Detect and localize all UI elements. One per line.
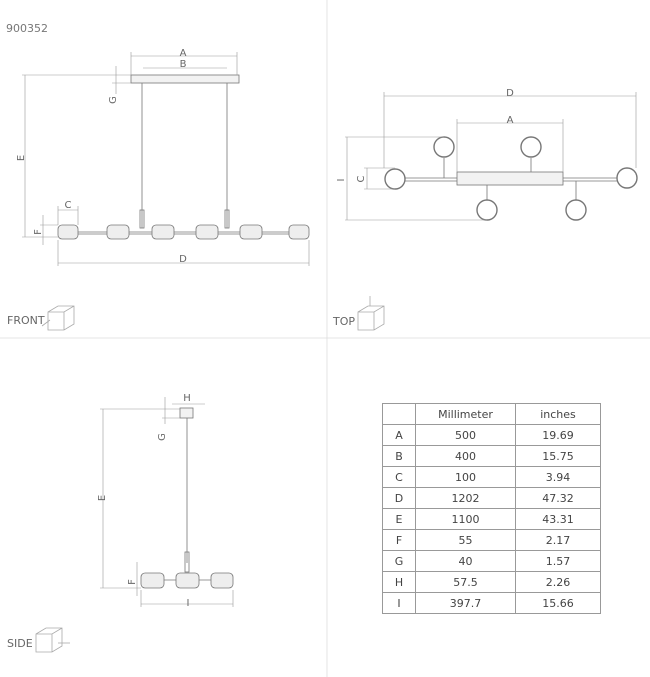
row-label: D: [382, 487, 416, 509]
dim-label-d-top: D: [506, 88, 514, 99]
inches-cell: 15.66: [515, 592, 601, 614]
header-cell: inches: [515, 403, 601, 425]
row-label: C: [382, 466, 416, 488]
dim-label-i-side: I: [187, 598, 190, 609]
cube-icon: [41, 305, 75, 331]
header-cell: Millimeter: [415, 403, 516, 425]
dim-label-a-top: A: [507, 115, 514, 126]
product-code: 900352: [6, 22, 48, 35]
cube-icon: [35, 627, 70, 653]
dim-label-d: D: [179, 254, 187, 265]
view-label-front: FRONT: [7, 314, 45, 327]
mm-cell: 1202: [415, 487, 516, 509]
dim-label-a: A: [180, 48, 187, 59]
cube-icon: [357, 296, 385, 331]
view-label-side: SIDE: [7, 637, 33, 650]
top-view: D A I C TOP: [332, 88, 638, 331]
dim-label-i-top: I: [336, 179, 347, 182]
inches-cell: 2.26: [515, 571, 601, 593]
dim-label-f-side: F: [127, 579, 138, 585]
row-label: F: [382, 529, 416, 551]
inches-cell: 3.94: [515, 466, 601, 488]
inches-cell: 19.69: [515, 424, 601, 446]
mm-cell: 57.5: [415, 571, 516, 593]
mm-cell: 55: [415, 529, 516, 551]
mm-cell: 500: [415, 424, 516, 446]
dim-label-c-top: C: [356, 175, 367, 182]
mm-cell: 400: [415, 445, 516, 467]
side-view: H G E F I SIDE: [7, 393, 234, 653]
header-cell: [382, 403, 416, 425]
table-header-row: Millimeter inches: [382, 403, 601, 425]
front-view: A B D E G C F FRONT: [7, 48, 310, 331]
dim-label-g-side: G: [157, 433, 168, 441]
row-label: A: [382, 424, 416, 446]
dim-label-e: E: [16, 155, 27, 161]
inches-cell: 1.57: [515, 550, 601, 572]
dim-label-e-side: E: [97, 495, 108, 501]
dim-label-c: C: [65, 200, 72, 211]
inches-cell: 15.75: [515, 445, 601, 467]
dim-label-f: F: [33, 229, 44, 235]
row-label: B: [382, 445, 416, 467]
view-label-top: TOP: [332, 315, 355, 328]
dim-label-h: H: [183, 393, 191, 404]
dim-label-b: B: [180, 59, 187, 70]
mm-cell: 397.7: [415, 592, 516, 614]
inches-cell: 43.31: [515, 508, 601, 530]
row-label: G: [382, 550, 416, 572]
row-label: H: [382, 571, 416, 593]
inches-cell: 47.32: [515, 487, 601, 509]
dim-label-g: G: [108, 96, 119, 104]
mm-cell: 100: [415, 466, 516, 488]
row-label: I: [382, 592, 416, 614]
inches-cell: 2.17: [515, 529, 601, 551]
mm-cell: 40: [415, 550, 516, 572]
row-label: E: [382, 508, 416, 530]
mm-cell: 1100: [415, 508, 516, 530]
